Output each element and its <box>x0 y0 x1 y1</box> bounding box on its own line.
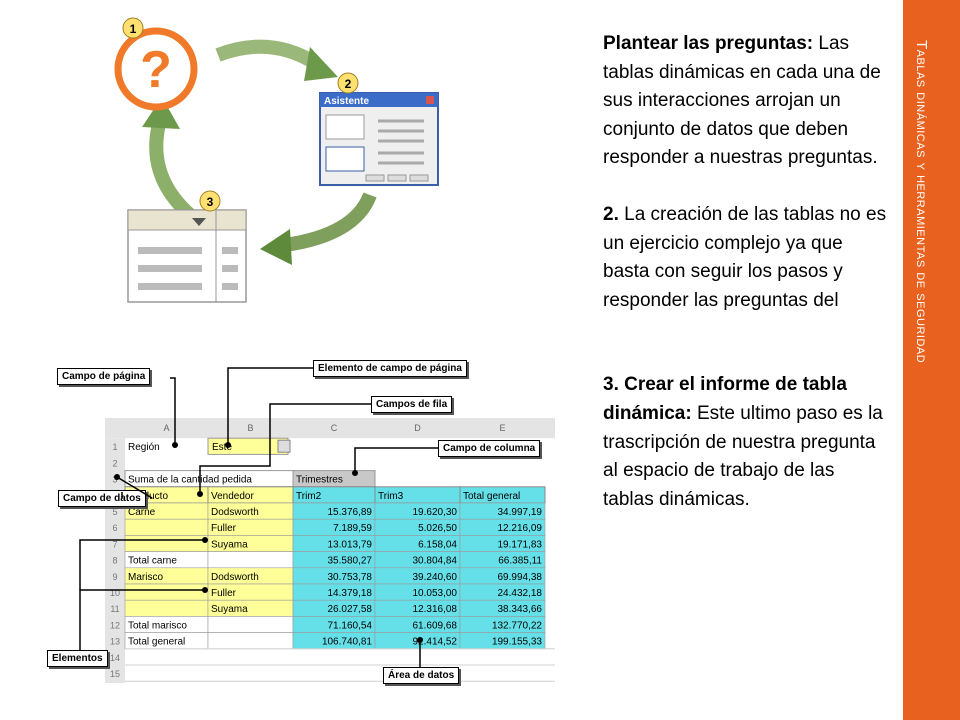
row-number: 11 <box>110 604 119 614</box>
cell-text: 71.160,54 <box>328 620 373 631</box>
callout-area-datos: Área de datos <box>383 667 460 684</box>
arrow-left-icon <box>142 97 195 221</box>
question-icon: ? <box>114 27 198 111</box>
row-number: 2 <box>112 458 117 468</box>
row-number: 8 <box>112 556 117 566</box>
cell-text: 6.158,04 <box>418 539 457 550</box>
cell-text: 5.026,50 <box>418 523 457 534</box>
cell-text: 7.189,59 <box>333 523 372 534</box>
cell-text: 132.770,22 <box>492 620 542 631</box>
cell-text: Suyama <box>211 539 248 550</box>
cell-text: 199.155,33 <box>492 637 542 648</box>
data-field-label: Suma de la cantidad pedida <box>128 475 252 486</box>
row-number: 9 <box>112 572 117 582</box>
wizard-window-icon: Asistente <box>319 92 439 186</box>
header-text: Trim2 <box>296 491 322 502</box>
arrow-right-icon <box>260 192 377 265</box>
cell-text: Total marisco <box>128 620 187 631</box>
col-header: C <box>331 423 338 433</box>
cell-text: 35.580,27 <box>328 556 373 567</box>
cell-text: Dodsworth <box>211 507 259 518</box>
row-number: 7 <box>112 539 117 549</box>
svg-text:2: 2 <box>345 77 352 91</box>
cell-text: 19.620,30 <box>413 507 458 518</box>
col-header: A <box>163 423 169 433</box>
header-text: Vendedor <box>211 491 254 502</box>
cell-text: Total carne <box>128 556 177 567</box>
callout-elementos: Elementos <box>47 650 108 667</box>
row-number: 6 <box>112 523 117 533</box>
col-header: E <box>499 423 505 433</box>
cell-text: 30.753,78 <box>328 572 373 583</box>
step2-body: La creación de las tablas no es un ejerc… <box>603 203 887 311</box>
callout-campos-fila: Campos de fila <box>371 396 453 413</box>
cell-text: 24.432,18 <box>498 588 543 599</box>
question-mark: ? <box>140 41 172 99</box>
callout-campo-columna: Campo de columna <box>438 440 541 457</box>
body-text: Plantear las preguntas: Las tablas dinám… <box>603 30 888 514</box>
callout-elemento-campo-pagina: Elemento de campo de página <box>313 360 467 377</box>
cell-text: 69.994,38 <box>498 572 543 583</box>
sidebar-band <box>903 0 960 720</box>
header-text: Trim3 <box>378 491 404 502</box>
cycle-diagram: ? 1 Asistente 2 3 <box>114 17 439 303</box>
col-header-band <box>105 418 555 439</box>
cell-text: Total general <box>128 637 185 648</box>
cell-text: Fuller <box>211 588 237 599</box>
col-header: B <box>247 423 253 433</box>
cell-text: 39.240,60 <box>413 572 458 583</box>
cell-text: Suyama <box>211 604 248 615</box>
page-field-value: Este <box>212 442 232 453</box>
step1-body: Las tablas dinámicas en cada una de sus … <box>603 33 881 169</box>
row-number: 13 <box>110 637 120 647</box>
cell-text: Marisco <box>128 572 163 583</box>
column-field-label: Trimestres <box>296 475 343 486</box>
pivot-spreadsheet: ABCDE12345678910111213141516RegiónEsteSu… <box>105 418 555 683</box>
cell-text: 66.385,11 <box>498 556 542 567</box>
step3-heading: 3. Crear el informe de tabla dinámica: <box>603 374 847 424</box>
dropdown-arrow-icon <box>277 439 291 453</box>
row-number: 14 <box>110 653 120 663</box>
cell-text: Fuller <box>211 523 237 534</box>
cell-text: 61.609,68 <box>413 620 458 631</box>
callout-campo-datos: Campo de datos <box>58 490 146 507</box>
cell-text: 30.804,84 <box>413 556 458 567</box>
cell-text: 92.414,52 <box>413 637 458 648</box>
step2-number: 2. <box>603 203 619 225</box>
cell-text: Carne <box>128 507 156 518</box>
row-number: 10 <box>110 588 120 598</box>
cell-text: 14.379,18 <box>328 588 373 599</box>
row-number: 12 <box>110 620 120 630</box>
cell-text: 19.171,83 <box>498 539 543 550</box>
row-number: 5 <box>112 507 117 517</box>
cell-text: 106.740,81 <box>322 637 372 648</box>
svg-text:1: 1 <box>130 22 137 36</box>
pivot-table-icon <box>127 209 247 303</box>
col-header: D <box>414 423 421 433</box>
row-number: 3 <box>112 475 117 485</box>
cell-text: 15.376,89 <box>328 507 373 518</box>
cell-text: 10.053,00 <box>413 588 458 599</box>
step-badge-1: 1 <box>122 17 144 39</box>
cell-text: 26.027,58 <box>328 604 373 615</box>
row-number: 1 <box>112 442 117 452</box>
callout-campo-pagina: Campo de página <box>57 368 151 385</box>
step1-heading: Plantear las preguntas: <box>603 33 814 54</box>
cell-text: 12.316,08 <box>413 604 458 615</box>
row-number: 15 <box>110 669 120 679</box>
step-badge-2: 2 <box>337 72 359 94</box>
header-text: Total general <box>463 491 520 502</box>
svg-text:3: 3 <box>207 195 214 209</box>
cell-text: 12.216,09 <box>498 523 543 534</box>
page-field-label: Región <box>128 442 160 453</box>
arrow-top-icon <box>215 39 338 81</box>
step3-body: Este ultimo paso es la trascripción de n… <box>603 402 883 510</box>
step-badge-3: 3 <box>199 190 221 212</box>
wizard-title: Asistente <box>324 96 369 107</box>
cell-text: 38.343,66 <box>498 604 543 615</box>
cell-text: Dodsworth <box>211 572 259 583</box>
cell-text: 34.997,19 <box>498 507 543 518</box>
cell-text: 13.013,79 <box>328 539 373 550</box>
